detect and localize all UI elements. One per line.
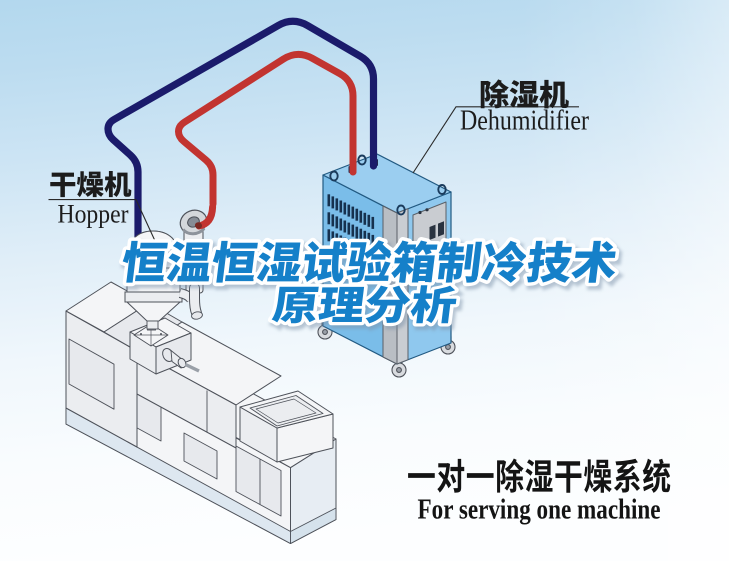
- svg-text:For serving one machine: For serving one machine: [418, 495, 661, 526]
- svg-text:Dehumidifier: Dehumidifier: [460, 106, 590, 137]
- svg-text:Hopper: Hopper: [58, 200, 129, 229]
